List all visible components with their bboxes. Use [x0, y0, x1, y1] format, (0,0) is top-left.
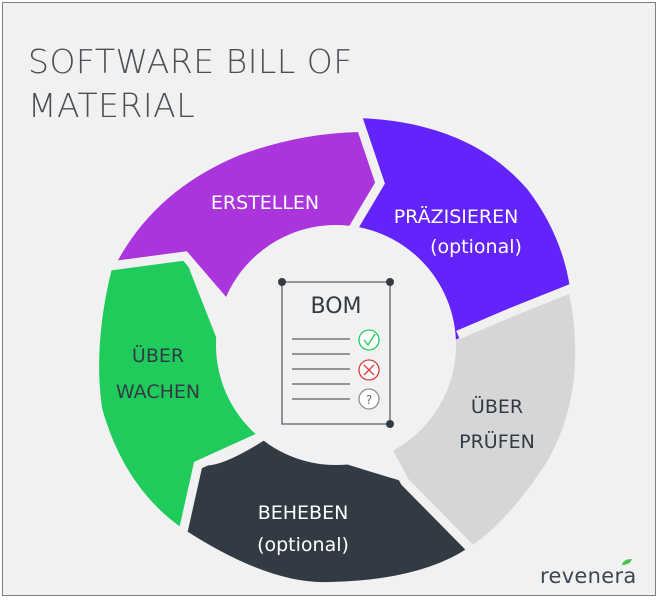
segment-beheben — [185, 438, 468, 583]
label-praezisieren-1: PRÄZISIEREN — [394, 205, 519, 228]
center-disc — [216, 225, 456, 465]
check-icon — [358, 329, 380, 351]
bom-title: BOM — [310, 294, 361, 319]
separator-5 — [109, 251, 232, 309]
segment-ueberwachen — [99, 258, 262, 530]
title-line-2: MATERIAL — [28, 86, 196, 125]
label-beheben-1: BEHEBEN — [258, 502, 349, 524]
separator-1 — [341, 116, 385, 245]
bom-document-icon: BOM ? — [278, 278, 394, 428]
question-icon: ? — [358, 388, 380, 410]
segment-ueberpruefen — [375, 288, 576, 548]
title-line-1: SOFTWARE BILL OF — [28, 42, 353, 81]
segment-praezisieren — [345, 118, 570, 340]
label-praezisieren-2: (optional) — [430, 236, 522, 258]
separator-2 — [456, 283, 574, 340]
label-erstellen: ERSTELLEN — [211, 192, 319, 214]
label-beheben-2: (optional) — [257, 534, 349, 556]
revenera-logo: revenera — [540, 564, 637, 588]
label-ueberwachen-1: ÜBER — [132, 344, 184, 367]
label-ueberpruefen-1: ÜBER — [471, 395, 523, 418]
segment-erstellen — [116, 132, 382, 305]
separator-4 — [178, 431, 264, 533]
logo-leaf-icon — [622, 559, 632, 565]
cross-icon — [358, 359, 380, 381]
label-ueberwachen-2: WACHEN — [116, 381, 200, 403]
question-mark: ? — [366, 393, 372, 407]
label-ueberpruefen-2: PRÜFEN — [459, 430, 535, 453]
page-title: SOFTWARE BILL OF MATERIAL — [28, 40, 353, 128]
